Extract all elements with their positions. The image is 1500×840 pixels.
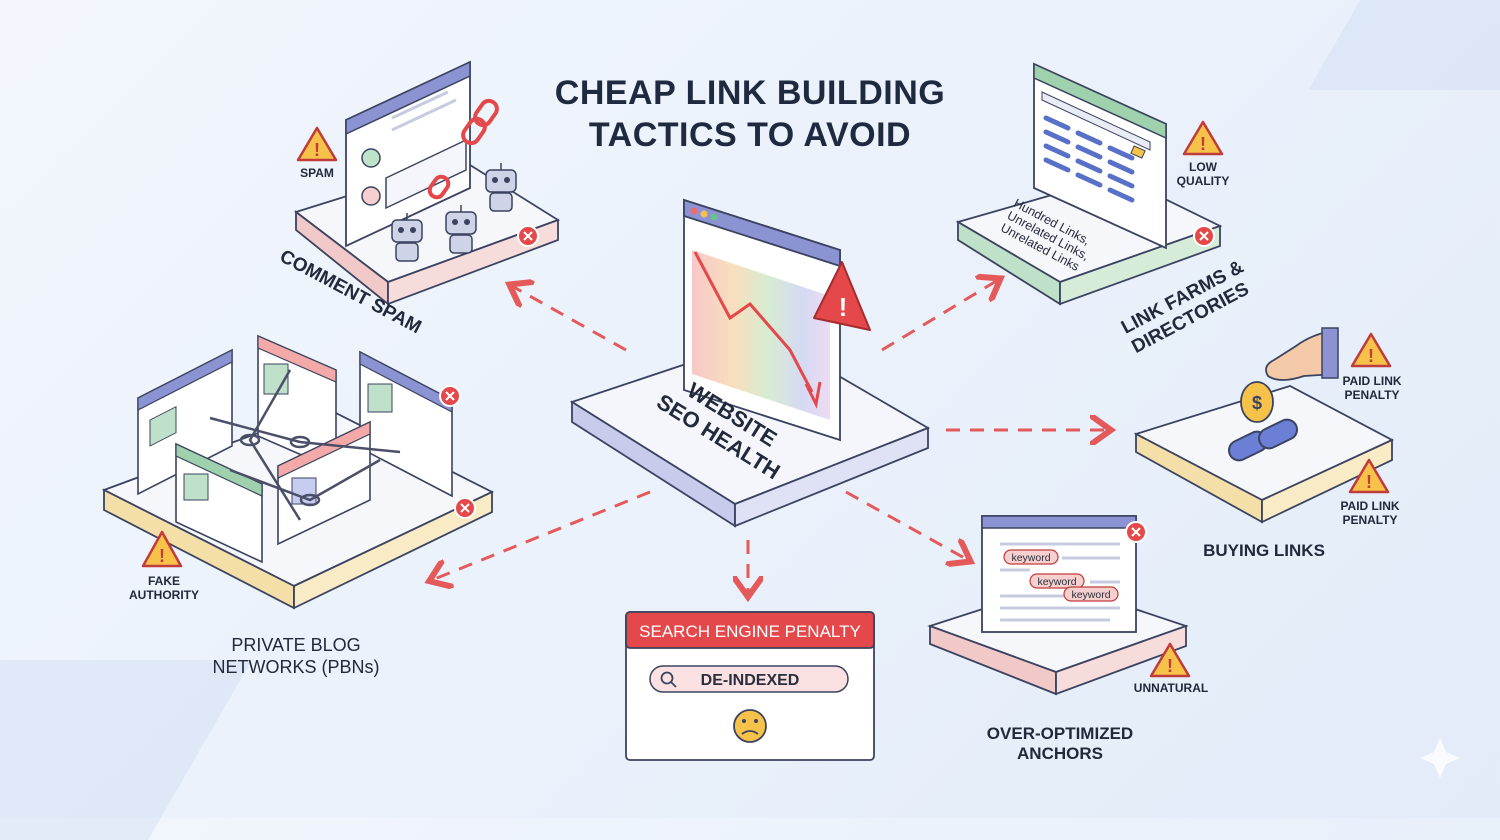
svg-text:!: ! — [1200, 134, 1206, 154]
close-icon-farms — [1193, 225, 1215, 247]
paid-link-1-line-2: PENALTY — [1344, 388, 1400, 402]
keyword-tag: keyword — [1071, 589, 1110, 601]
center-browser-window — [683, 198, 841, 442]
warning-icon-buying-1: ! — [1350, 332, 1392, 368]
pbn-label: PRIVATE BLOG NETWORKS (PBNs) — [196, 634, 396, 678]
svg-text:$: $ — [1252, 393, 1262, 413]
unnatural-warning-label: UNNATURAL — [1133, 681, 1209, 695]
fake-authority-line-1: FAKE — [147, 574, 180, 588]
close-icon-pbn-1 — [439, 385, 461, 407]
anchors-label: OVER-OPTIMIZED ANCHORS — [960, 724, 1160, 764]
svg-text:!: ! — [314, 140, 320, 160]
pbn-window — [257, 334, 337, 472]
sparkle-icon — [1420, 738, 1460, 778]
svg-text:!: ! — [1167, 656, 1173, 676]
warning-icon-buying-2: ! — [1348, 458, 1390, 494]
spam-warning-label: SPAM — [300, 166, 334, 180]
close-icon-anchors — [1125, 521, 1147, 543]
robot-icon — [485, 163, 517, 212]
low-quality-line-2: QUALITY — [1176, 174, 1230, 188]
pbn-window — [137, 348, 233, 496]
hand-icon — [1265, 327, 1339, 381]
penalty-card: SEARCH ENGINE PENALTY DE-INDEXED — [625, 611, 875, 761]
paid-link-2-line-2: PENALTY — [1342, 513, 1398, 527]
pbn-label-line-1: PRIVATE BLOG — [231, 635, 361, 655]
warning-icon-anchors: ! — [1149, 642, 1191, 678]
pbn-window — [359, 350, 453, 498]
infographic-scene: ! — [101, 60, 1460, 778]
close-icon-spam — [517, 225, 539, 247]
anchors-window: keyword keyword keyword — [981, 515, 1137, 633]
title-line-1: CHEAP LINK BUILDING — [554, 74, 946, 112]
low-quality-warning-label: LOW QUALITY — [1170, 160, 1236, 188]
fake-authority-warning-label: FAKE AUTHORITY — [124, 574, 204, 602]
keyword-tag: keyword — [1011, 552, 1050, 564]
chain-icon-pbn — [209, 369, 401, 521]
sad-face-icon — [733, 709, 767, 743]
svg-text:!: ! — [1368, 346, 1374, 366]
pbn-windows — [137, 334, 453, 564]
robot-icon — [391, 213, 423, 262]
keyword-tag: keyword — [1037, 576, 1076, 588]
warning-icon-spam: ! — [296, 126, 338, 162]
paid-link-2-line-1: PAID LINK — [1340, 499, 1400, 513]
anchors-label-line-2: ANCHORS — [1017, 744, 1103, 763]
link-farms-window — [1033, 62, 1167, 250]
robot-icons — [391, 163, 517, 262]
warning-icon-pbn: ! — [141, 530, 183, 568]
center-warning-icon: ! — [813, 261, 871, 331]
paid-link-warning-label-2: PAID LINK PENALTY — [1334, 499, 1406, 527]
robot-icon — [445, 205, 477, 254]
svg-text:!: ! — [1366, 472, 1372, 492]
low-quality-line-1: LOW — [1189, 160, 1217, 174]
svg-text:!: ! — [839, 292, 848, 322]
penalty-banner-text: SEARCH ENGINE PENALTY — [639, 622, 861, 641]
chain-icon-spam — [427, 98, 499, 200]
paid-link-warning-label-1: PAID LINK PENALTY — [1336, 374, 1408, 402]
page-title: CHEAP LINK BUILDING TACTICS TO AVOID — [490, 72, 1010, 156]
arrows — [432, 280, 1108, 594]
paid-link-1-line-1: PAID LINK — [1342, 374, 1402, 388]
search-icon — [660, 671, 677, 688]
coin-icon: $ — [1240, 381, 1274, 423]
pbn-label-line-2: NETWORKS (PBNs) — [212, 657, 380, 677]
chain-icon-buying — [1228, 418, 1298, 462]
warning-icon-farms: ! — [1182, 120, 1224, 156]
fake-authority-line-2: AUTHORITY — [129, 588, 199, 602]
close-icon-pbn-2 — [454, 497, 476, 519]
penalty-search-text: DE-INDEXED — [701, 672, 800, 689]
svg-text:!: ! — [159, 546, 165, 566]
pbn-window — [277, 420, 371, 546]
title-line-2: TACTICS TO AVOID — [588, 116, 912, 154]
comment-spam-window — [345, 60, 471, 248]
chart-down-icon — [693, 251, 822, 409]
anchors-label-line-1: OVER-OPTIMIZED — [986, 724, 1134, 743]
buying-links-label: BUYING LINKS — [1203, 541, 1325, 560]
